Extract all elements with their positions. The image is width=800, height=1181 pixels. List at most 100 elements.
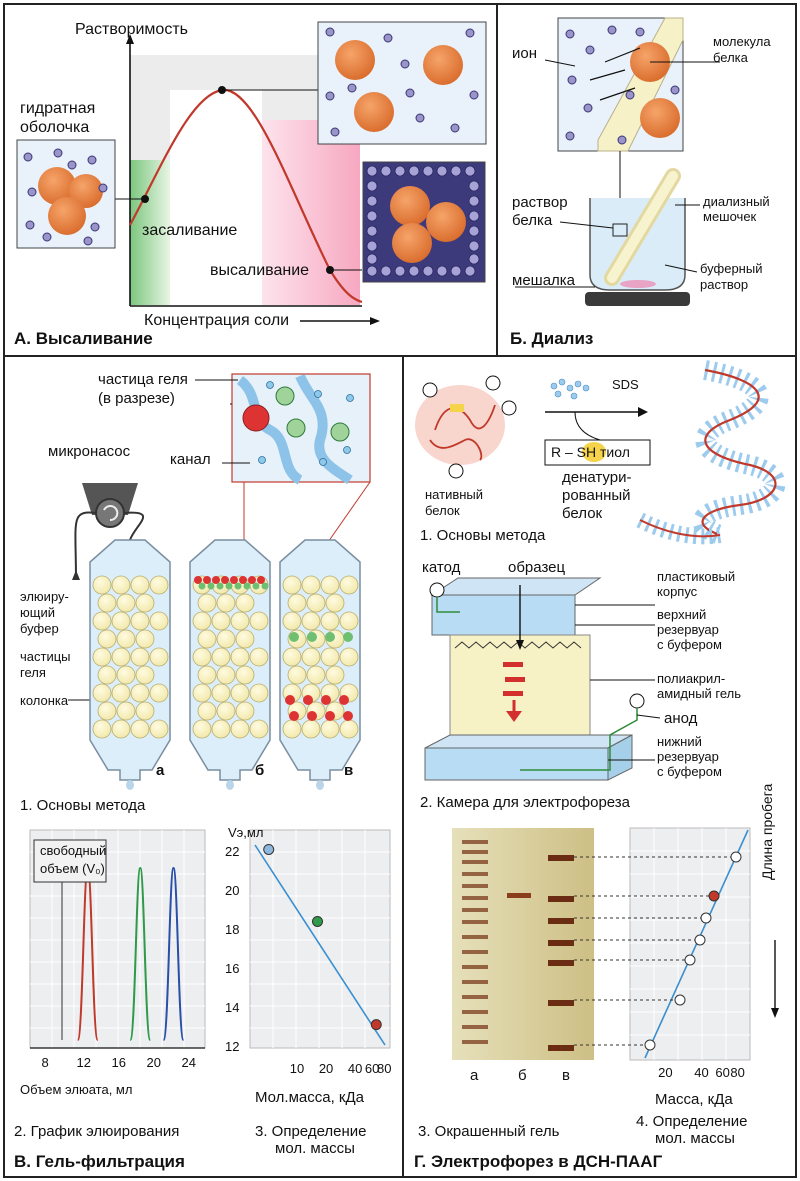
c-gel-particles-1: частицы (20, 649, 71, 664)
gel-bead (249, 719, 269, 739)
gel-bead (197, 665, 217, 685)
gel-bead (325, 665, 345, 685)
c-method-basics: 1. Основы метода (20, 797, 146, 814)
b-molecule-2: белка (713, 50, 748, 65)
protein-dot (207, 582, 215, 590)
calib-y-tick: 22 (225, 844, 240, 860)
d-gel-1: полиакрил- (657, 671, 726, 686)
gel-bead (97, 665, 117, 685)
native-protein (429, 404, 496, 461)
gel-bead (211, 683, 231, 703)
protein-dot (343, 711, 353, 721)
protein-dot (194, 576, 202, 584)
gel-band-v (548, 940, 574, 946)
gel-bead (135, 701, 155, 721)
d-native-2: белок (425, 503, 460, 518)
gel-bead (235, 701, 255, 721)
mw-x-tick: 20 (658, 1065, 673, 1080)
gel-bead (339, 575, 359, 595)
d-mw-det-2: мол. массы (655, 1130, 735, 1147)
gel-bead (197, 593, 217, 613)
gel-bead (149, 611, 169, 631)
gel-band-a (462, 950, 488, 954)
gel-bead (149, 683, 169, 703)
gel-bead (235, 593, 255, 613)
gel-bead (111, 575, 131, 595)
c-mw-det-1: 3. Определение (255, 1123, 367, 1140)
mw-point-4 (694, 934, 706, 946)
protein-dot (243, 582, 251, 590)
d-lower-3: с буфером (657, 764, 722, 779)
gel-bead (130, 683, 150, 703)
d-upper-2: резервуар (657, 622, 719, 637)
mw-point-3 (700, 912, 712, 924)
gel-bead (116, 665, 136, 685)
d-denatured-2: рованный (562, 487, 631, 504)
mw-point-1 (730, 851, 742, 863)
gel-bead (216, 593, 236, 613)
calib-point-3 (370, 1019, 382, 1031)
protein-dot (261, 582, 269, 590)
d-anode: анод (664, 710, 698, 727)
b-solution-2: белка (512, 212, 553, 229)
c-eluting-1: элюиру- (20, 589, 69, 604)
elution-x-tick: 20 (146, 1055, 161, 1070)
mw-x-tick: 40 (694, 1065, 709, 1080)
top-inset (317, 21, 487, 145)
protein-dot (307, 632, 317, 642)
gel-band-a (462, 965, 488, 969)
d-denatured-3: белок (562, 505, 603, 522)
a-y-axis-label: Растворимость (75, 21, 188, 38)
gel-bead (111, 683, 131, 703)
c-gel-particle-1: частица геля (98, 371, 188, 388)
calib-x-tick: 20 (318, 1061, 334, 1076)
gel-bead (339, 611, 359, 631)
a-title: А. Высаливание (14, 329, 153, 348)
d-gel-2: амидный гель (657, 686, 742, 701)
protein-dot (252, 582, 260, 590)
outer-frame (3, 3, 797, 1178)
gel-bead (111, 647, 131, 667)
calib-x-tick: 80 (376, 1061, 392, 1076)
d-run-length: Длина пробега (759, 783, 775, 880)
gel-bead (320, 647, 340, 667)
d-lower-2: резервуар (657, 749, 719, 764)
gel-bead (235, 665, 255, 685)
panel-c-graphics (29, 373, 391, 1049)
d-upper-1: верхний (657, 607, 707, 622)
calib-point-2 (311, 915, 323, 927)
gel-bead (211, 611, 231, 631)
gel-bead (235, 629, 255, 649)
gel-bead (339, 647, 359, 667)
protein-dot (248, 576, 256, 584)
stirrer-plate (585, 292, 690, 306)
gel-bead (287, 593, 307, 613)
gel-bead (249, 683, 269, 703)
b-bag-1: диализный (703, 194, 770, 209)
gel-bead (97, 593, 117, 613)
gel-bead (135, 629, 155, 649)
gel-band-v (548, 1000, 574, 1006)
gel-bead (92, 719, 112, 739)
protein-dot (289, 632, 299, 642)
d-thiol: R – SH тиол (551, 444, 630, 460)
a-hydration-1: гидратная (20, 100, 96, 117)
d-denatured-1: денатури- (562, 469, 632, 486)
calib-point-1 (263, 843, 275, 855)
c-col-b: б (255, 762, 265, 779)
b-buffer-1: буферный (700, 261, 763, 276)
mw-point-7 (644, 1039, 656, 1051)
protein-dot (343, 632, 353, 642)
gel-bead (116, 629, 136, 649)
calib-y-tick: 18 (225, 922, 240, 938)
gel-bead (149, 719, 169, 739)
gel-bead (320, 719, 340, 739)
gel-band-v (548, 896, 574, 902)
b-solution-1: раствор (512, 194, 568, 211)
calib-x-tick: 40 (347, 1061, 363, 1076)
a-salting-in: засаливание (142, 222, 238, 239)
gel-bead (211, 719, 231, 739)
d-lower-1: нижний (657, 734, 702, 749)
